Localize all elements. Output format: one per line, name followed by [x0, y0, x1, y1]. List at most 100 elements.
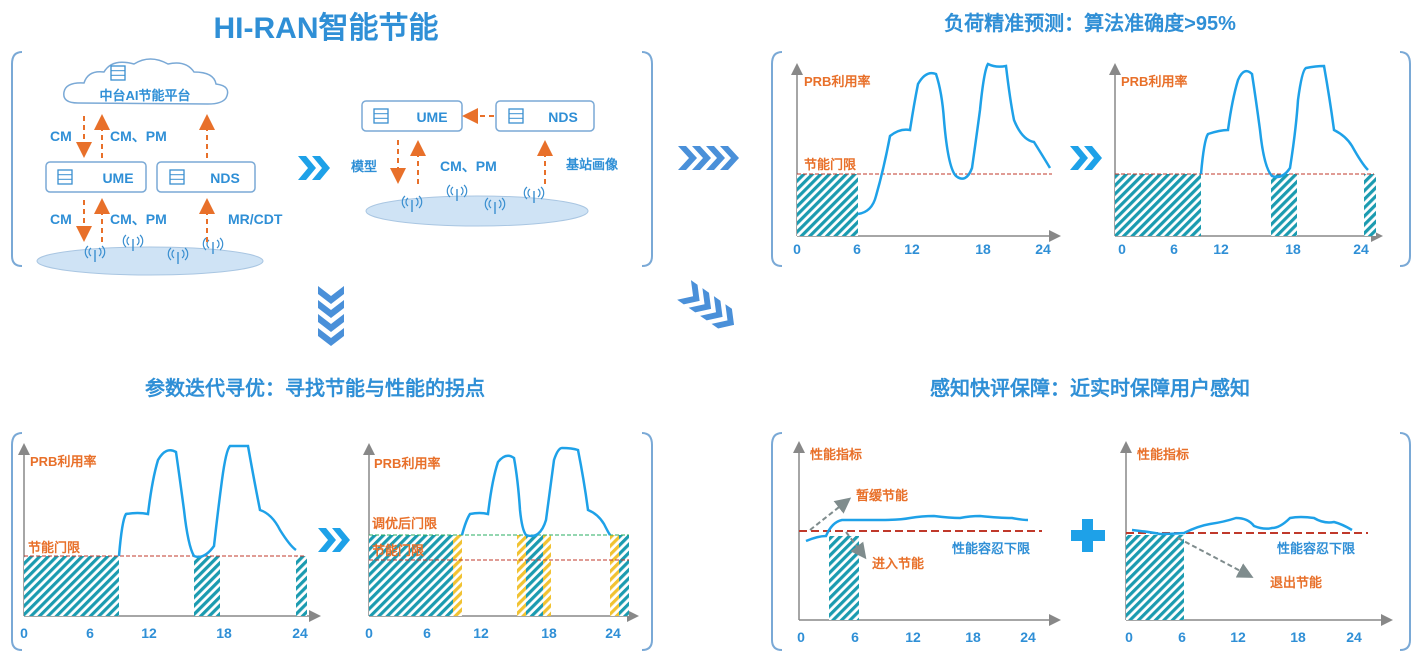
x-tick: 18	[541, 625, 557, 641]
x-tick: 18	[1285, 241, 1301, 257]
saving-window-extra	[543, 535, 551, 616]
x-tick: 0	[793, 241, 801, 257]
threshold-label: 节能门限	[28, 540, 81, 555]
x-tick: 6	[1178, 629, 1186, 645]
chevron-arrow-icon	[1070, 146, 1102, 170]
chevron-arrow-icon	[318, 528, 350, 552]
x-tick: 0	[20, 625, 28, 641]
x-tick: 18	[1290, 629, 1306, 645]
x-tick: 0	[797, 629, 805, 645]
chevron-arrow-icon	[298, 156, 330, 180]
x-tick: 6	[851, 629, 859, 645]
panel-tuning	[11, 432, 653, 651]
chart-perception-right: 性能指标 退出节能 性能容忍下限 0 6 12 18 24	[1120, 441, 1393, 645]
saving-window	[369, 535, 453, 616]
x-tick: 12	[473, 625, 489, 641]
saving-window	[296, 556, 307, 616]
cloud-label: 中台AI节能平台	[99, 88, 190, 103]
x-tick: 12	[1230, 629, 1246, 645]
saving-window	[619, 535, 629, 616]
x-tick: 18	[216, 625, 232, 641]
threshold-label: 节能门限	[372, 543, 425, 558]
saving-window	[797, 174, 858, 236]
x-tick: 18	[965, 629, 981, 645]
perf-curve	[1131, 515, 1353, 536]
perf-limit-label: 性能容忍下限	[952, 541, 1031, 556]
saving-window	[1364, 174, 1376, 236]
x-tick: 24	[1020, 629, 1036, 645]
x-tick: 12	[904, 241, 920, 257]
chevron-right-icon	[678, 146, 739, 170]
section-title-tuning: 参数迭代寻优：寻找节能与性能的拐点	[145, 376, 485, 400]
annotation-slow-saving: 暂缓节能	[856, 488, 908, 503]
x-tick: 12	[1213, 241, 1229, 257]
y-axis-label: 性能指标	[810, 447, 862, 462]
chevron-down-icon	[318, 286, 344, 346]
threshold-label: 节能门限	[804, 157, 857, 172]
saving-window-extra	[517, 535, 526, 616]
prb-curve	[857, 62, 1052, 216]
x-tick: 24	[292, 625, 308, 641]
arrow-slow-saving	[809, 497, 852, 531]
saving-window-extra	[453, 535, 462, 616]
saving-window	[1126, 535, 1184, 620]
tuned-threshold-label: 调优后门限	[372, 516, 438, 531]
chart-forecast-left: PRB利用率 节能门限 0 6 12 18 24	[791, 62, 1061, 257]
label-cm-upper: CM	[50, 128, 72, 144]
y-axis-label: PRB利用率	[30, 454, 96, 469]
x-tick: 0	[365, 625, 373, 641]
label-cmpm-right: CM、PM	[440, 158, 497, 174]
saving-window-extra	[610, 535, 619, 616]
prb-curve	[460, 446, 612, 538]
saving-window	[829, 536, 859, 620]
prb-curve	[1199, 64, 1369, 179]
label-cm-lower: CM	[50, 211, 72, 227]
saving-window	[1271, 174, 1297, 236]
nds-box-left	[156, 161, 256, 193]
arrow-exit-saving	[1177, 537, 1254, 578]
label-cmpm-lower: CM、PM	[110, 211, 167, 227]
x-tick: 24	[1353, 241, 1369, 257]
perf-curve	[805, 514, 1029, 543]
cloud-shape	[63, 58, 229, 105]
x-tick: 24	[1035, 241, 1051, 257]
perf-limit-label: 性能容忍下限	[1277, 541, 1356, 556]
chart-tuning-right: PRB利用率 调优后门限 节能门限 0 6 12 18 24	[363, 443, 639, 641]
nds-label-right: NDS	[548, 109, 578, 125]
y-axis-label: PRB利用率	[1121, 74, 1187, 89]
ran-ellipse-left	[36, 246, 264, 276]
x-tick: 12	[905, 629, 921, 645]
section-title-forecast: 负荷精准预测：算法准确度>95%	[944, 11, 1236, 35]
panel-forecast	[771, 51, 1411, 267]
annotation-exit-saving: 退出节能	[1270, 575, 1322, 590]
ume-label-left: UME	[102, 170, 133, 186]
ran-ellipse-right	[365, 195, 589, 227]
x-tick: 18	[975, 241, 991, 257]
ume-label-right: UME	[416, 109, 447, 125]
label-mrcdt: MR/CDT	[228, 211, 283, 227]
nds-label-left: NDS	[210, 170, 240, 186]
arrow-enter-saving	[845, 531, 867, 560]
architecture-right: UME NDS 模型 CM、PM 基站画像	[351, 100, 619, 227]
saving-window	[24, 556, 119, 616]
chart-perception-left: 性能指标 暂缓节能 进入节能 性能容忍下限 0 6 12 18 24	[793, 441, 1061, 645]
label-site-profile: 基站画像	[565, 157, 619, 172]
architecture-left: 中台AI节能平台 UME NDS CM CM、PM CM CM、PM MR/CD…	[36, 58, 283, 276]
chevron-diagonal-icon	[677, 280, 735, 329]
plus-icon	[1071, 519, 1105, 552]
annotation-enter-saving: 进入节能	[872, 556, 924, 571]
x-tick: 24	[1346, 629, 1362, 645]
y-axis-label: 性能指标	[1137, 447, 1189, 462]
main-title: HI-RAN智能节能	[214, 12, 439, 45]
panel-architecture	[11, 51, 653, 267]
label-model: 模型	[351, 159, 377, 174]
chart-forecast-right: PRB利用率 0 6 12 18 24	[1109, 63, 1383, 257]
y-axis-label: PRB利用率	[804, 74, 870, 89]
label-cmpm-upper: CM、PM	[110, 128, 167, 144]
saving-window	[526, 535, 543, 616]
panel-perception	[771, 432, 1411, 651]
x-tick: 6	[1170, 241, 1178, 257]
x-tick: 6	[423, 625, 431, 641]
